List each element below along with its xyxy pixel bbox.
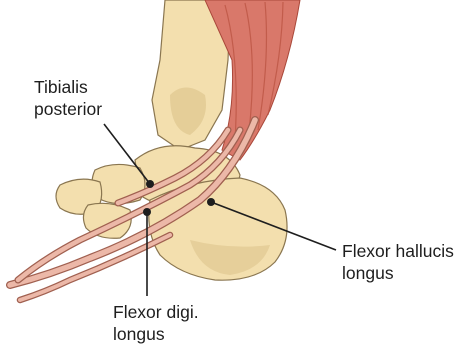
label-tibialis-posterior: Tibialis posterior: [34, 76, 102, 120]
label-tibialis-posterior-line1: Tibialis: [34, 76, 102, 98]
label-flexor-hallucis-longus: Flexor hallucis longus: [342, 240, 454, 284]
label-flexor-hallucis-longus-line1: Flexor hallucis: [342, 240, 454, 262]
label-flexor-hallucis-longus-line2: longus: [342, 262, 454, 284]
label-flexor-digi-longus-line2: longus: [113, 323, 199, 345]
label-tibialis-posterior-line2: posterior: [34, 98, 102, 120]
label-flexor-digi-longus: Flexor digi. longus: [113, 301, 199, 345]
label-flexor-digi-longus-line1: Flexor digi.: [113, 301, 199, 323]
